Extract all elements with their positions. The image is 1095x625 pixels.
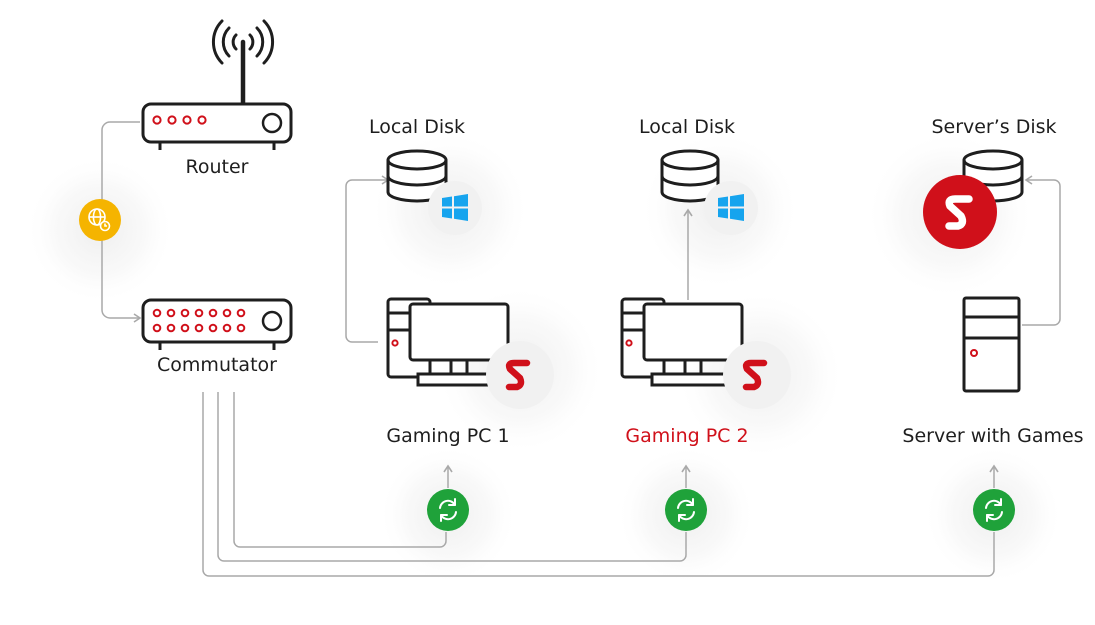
pc1-to-local-disk-line [345, 175, 390, 343]
connectors [101, 121, 1061, 577]
sync-arrows-icon [677, 498, 695, 522]
server-disk-icon [923, 149, 1024, 249]
router-label: Router [186, 156, 249, 178]
globe-clock-icon [88, 208, 111, 232]
commutator-device [141, 298, 293, 350]
gaming-pc-2-label: Gaming PC 2 [625, 425, 748, 447]
local-disk-2-label: Local Disk [639, 116, 735, 138]
commutator-to-server-line [202, 392, 995, 577]
router-device [141, 19, 293, 150]
commutator-to-pc1-line [233, 392, 447, 548]
server-device [962, 296, 1021, 393]
gaming-pc-2-device [620, 297, 791, 409]
brand-s-icon [945, 195, 973, 230]
wifi-signal-icon [211, 19, 275, 65]
server-to-server-disk-line [1022, 175, 1061, 326]
local-disk-1-icon [386, 149, 482, 235]
sync-arrows-icon [985, 498, 1003, 522]
sync-badge-server [973, 489, 1015, 531]
gaming-pc-1-device [386, 297, 554, 409]
brand-s-icon [742, 359, 768, 391]
commutator-to-pc2-line [217, 392, 687, 562]
sync-badge-pc2 [665, 489, 707, 531]
gaming-pc-1-label: Gaming PC 1 [386, 425, 509, 447]
sync-badge-pc1 [427, 489, 469, 531]
windows-logo-icon [718, 194, 744, 221]
windows-logo-icon [442, 194, 468, 221]
brand-s-icon [505, 359, 531, 391]
internet-badge [79, 199, 121, 241]
local-disk-1-label: Local Disk [369, 116, 465, 138]
server-label: Server with Games [902, 425, 1083, 447]
commutator-label: Commutator [157, 354, 277, 376]
local-disk-2-icon [660, 149, 758, 235]
sync-arrows-icon [439, 498, 457, 522]
server-disk-label: Server’s Disk [931, 116, 1056, 138]
